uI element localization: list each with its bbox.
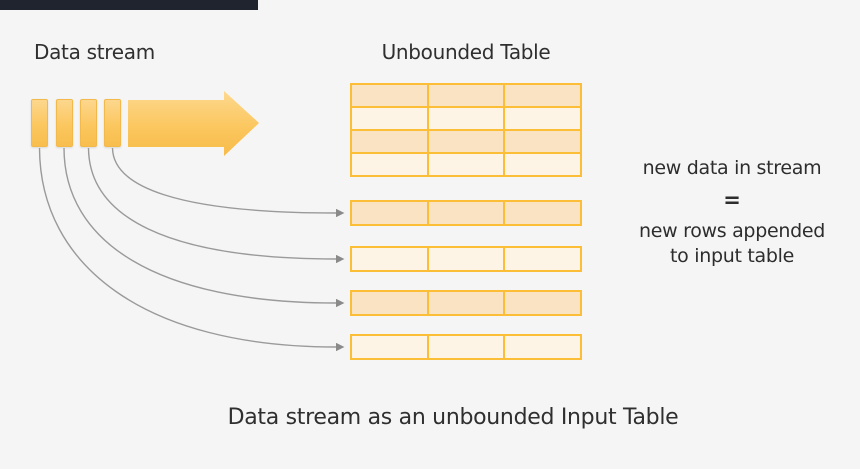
flow-arrow-path <box>38 147 345 352</box>
flow-arrow-path <box>111 147 345 218</box>
table-cell <box>505 336 580 358</box>
table-cell <box>505 292 580 314</box>
table-cell <box>505 108 580 129</box>
stream-arrow-icon <box>128 91 259 156</box>
table-cell <box>352 131 427 152</box>
appended-row-table <box>350 200 582 226</box>
table-cell <box>505 131 580 152</box>
diagram-caption: Data stream as an unbounded Input Table <box>227 405 679 430</box>
data-stream-label: Data stream <box>34 40 155 64</box>
table-cell <box>428 248 504 270</box>
table-cell <box>505 85 580 106</box>
table-cell <box>352 292 427 314</box>
unbounded-table-label: Unbounded Table <box>381 40 551 64</box>
table-cell <box>352 202 427 224</box>
equals-sign: = <box>723 188 741 212</box>
table-cell <box>428 292 504 314</box>
appended-row-table <box>350 290 582 316</box>
appended-row-table <box>350 246 582 272</box>
table-cell <box>428 108 504 129</box>
flow-arrow-path <box>87 147 345 264</box>
annotation-line: new rows appended <box>638 220 825 242</box>
table-cell <box>505 202 580 224</box>
annotation-block: new data in stream = new rows appended t… <box>612 156 852 269</box>
dark-accent-bar <box>0 0 258 10</box>
stream-bar <box>104 99 121 147</box>
table-cell <box>352 154 427 175</box>
unbounded-table <box>350 83 582 177</box>
table-cell <box>428 336 504 358</box>
table-cell <box>428 202 504 224</box>
flow-arrow-path <box>63 147 345 308</box>
table-cell <box>352 336 427 358</box>
table-cell <box>352 108 427 129</box>
stream-bar <box>80 99 97 147</box>
table-cell <box>352 85 427 106</box>
table-cell <box>428 154 504 175</box>
table-cell <box>352 248 427 270</box>
table-cell <box>505 248 580 270</box>
table-cell <box>505 154 580 175</box>
appended-row-table <box>350 334 582 360</box>
annotation-line: to input table <box>670 245 794 267</box>
annotation-line: new data in stream <box>642 157 822 179</box>
table-cell <box>428 85 504 106</box>
stream-bar <box>56 99 73 147</box>
table-cell <box>428 131 504 152</box>
stream-bar <box>31 99 48 147</box>
